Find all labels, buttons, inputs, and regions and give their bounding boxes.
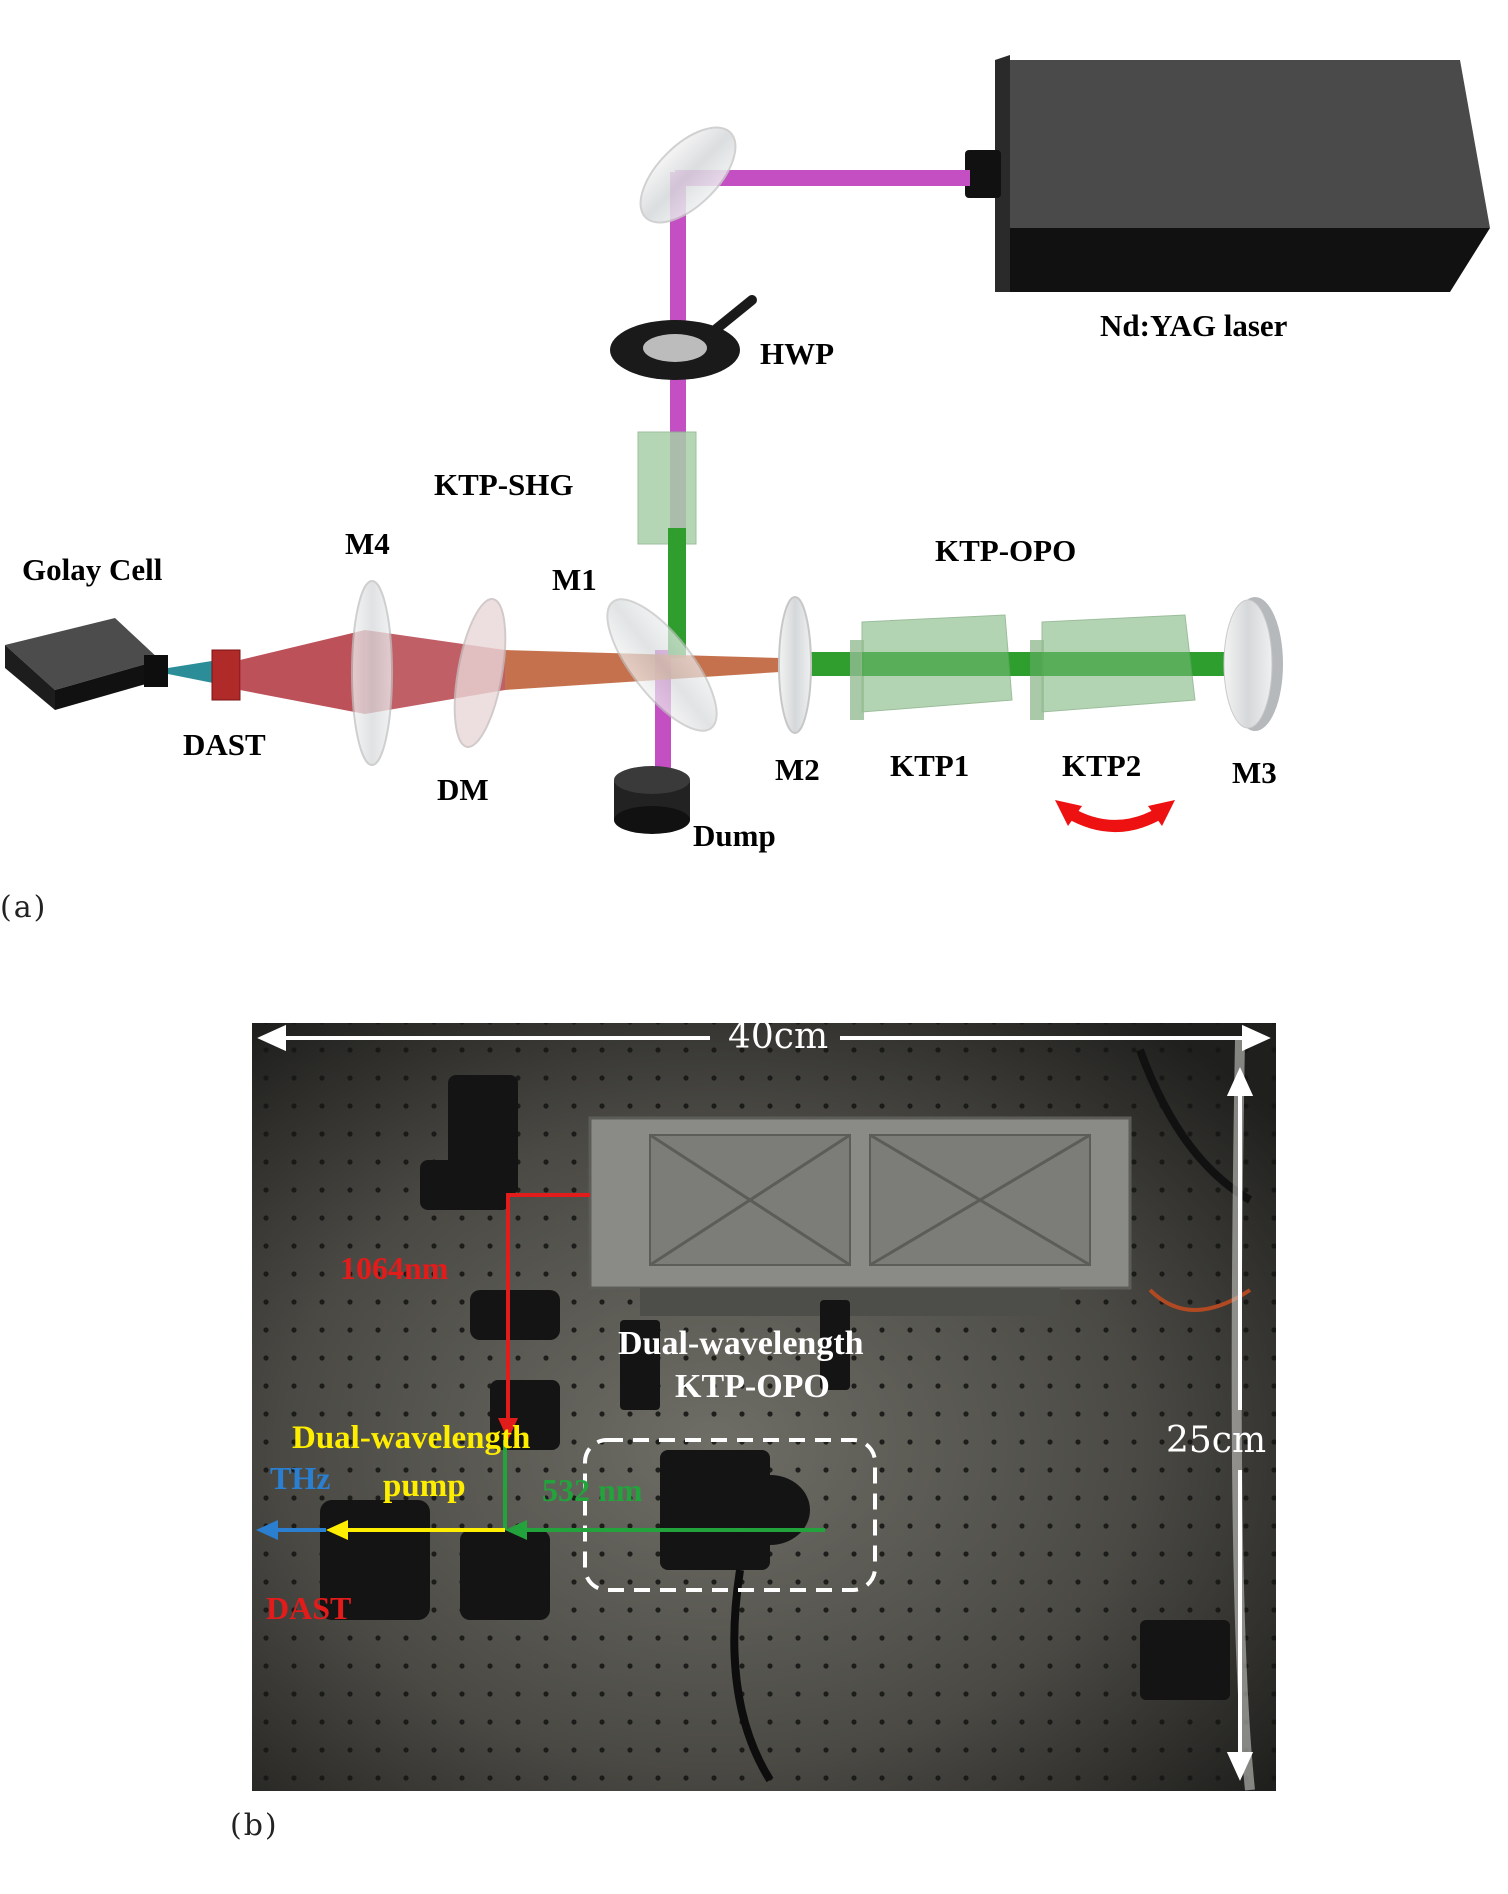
label-dast-photo: DAST [266,1590,352,1626]
beam-dump [614,766,690,834]
label-nd-yag-laser: Nd:YAG laser [1100,308,1288,343]
label-dast: DAST [183,727,266,762]
label-dm: DM [437,772,489,807]
m1-mirror [606,598,718,732]
label-m3: M3 [1232,755,1277,790]
label-ktp-opo: KTP-OPO [935,533,1077,568]
label-532nm: 532 nm [542,1472,643,1508]
nd-yag-laser [965,55,1490,292]
thz-output-beam [168,660,218,684]
hwp-waveplate [610,295,757,380]
label-m2: M2 [775,752,820,787]
label-hwp: HWP [760,336,835,371]
panel-a-caption: (a) [0,890,48,925]
label-pump-line2: pump [383,1468,466,1504]
golay-cell [5,618,168,710]
label-thz: THz [270,1460,331,1496]
label-opo-line2: KTP-OPO [675,1368,830,1405]
setup-schematic [5,55,1490,834]
m3-mirror [1223,597,1283,731]
label-1064nm: 1064nm [340,1250,449,1286]
label-ktp-shg: KTP-SHG [434,467,574,502]
label-golay-cell: Golay Cell [22,552,163,587]
dast-crystal [211,649,241,701]
label-width-40cm: 40cm [728,1016,829,1057]
dm-dichroic-mirror [453,598,507,748]
label-height-25cm: 25cm [1166,1420,1267,1461]
label-ktp1: KTP1 [890,748,970,783]
label-m4: M4 [345,526,390,561]
label-opo-line1: Dual-wavelength [618,1325,864,1362]
opo-dashed-box [583,1438,877,1592]
panel-b-caption: (b) [230,1808,279,1843]
ktp2-rotation-arrow [1055,800,1175,832]
label-dump: Dump [693,818,776,853]
laser-housing [588,1116,1132,1316]
label-ktp2: KTP2 [1062,748,1142,783]
m2-mirror [778,596,812,734]
steering-mirror [639,126,737,224]
ktp-shg-crystal [637,431,697,658]
label-m1: M1 [552,562,597,597]
label-pump-line1: Dual-wavelength [292,1420,531,1456]
m4-lens [351,580,393,766]
